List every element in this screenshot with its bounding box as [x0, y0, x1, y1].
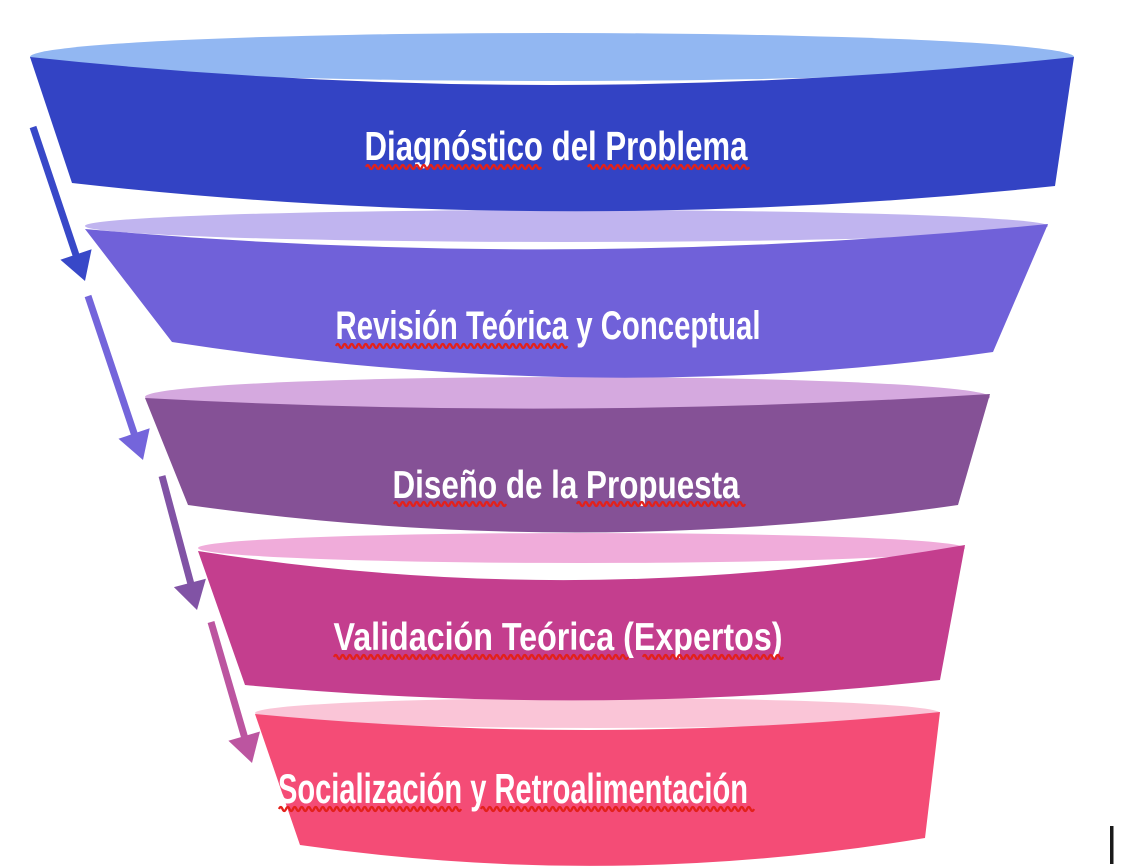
level-4-lip-ellipse: [198, 533, 965, 563]
funnel-level-4[interactable]: Validación Teórica (Expertos): [198, 533, 965, 701]
arrow-head-icon: [60, 249, 92, 281]
flow-arrow-4[interactable]: [207, 621, 260, 763]
spellcheck-squiggle: [392, 500, 508, 508]
spellcheck-squiggle: [277, 805, 463, 813]
spellcheck-squiggle: [364, 163, 543, 171]
arrow-shaft: [84, 294, 141, 444]
level-4-body: [198, 545, 965, 701]
arrow-head-icon: [118, 428, 150, 460]
level-4-label[interactable]: Validación Teórica (Expertos): [334, 616, 783, 659]
flow-arrow-1[interactable]: [29, 125, 92, 281]
spellcheck-squiggle: [575, 500, 747, 508]
spellcheck-squiggle: [586, 163, 751, 171]
text-cursor: [1110, 826, 1114, 864]
funnel-level-2[interactable]: Revisión Teórica y Conceptual: [85, 210, 1048, 378]
flow-arrow-3[interactable]: [158, 475, 206, 610]
funnel-level-3[interactable]: Diseño de la Propuesta: [145, 377, 990, 533]
spellcheck-squiggle: [332, 653, 630, 661]
level-1-lip-ellipse: [30, 33, 1074, 81]
level-2-lip-ellipse: [85, 210, 1048, 242]
arrow-shaft: [207, 621, 250, 743]
flow-arrow-2[interactable]: [84, 294, 150, 460]
level-3-body: [145, 394, 990, 533]
level-5-lip-ellipse: [255, 698, 940, 728]
level-1-label[interactable]: Diagnóstico del Problema: [365, 123, 749, 169]
arrow-head-icon: [173, 578, 206, 610]
level-3-label[interactable]: Diseño de la Propuesta: [393, 464, 740, 507]
arrow-shaft: [29, 125, 82, 263]
level-2-body: [85, 224, 1048, 378]
funnel-level-1[interactable]: Diagnóstico del Problema: [30, 33, 1074, 212]
level-2-label[interactable]: Revisión Teórica y Conceptual: [336, 304, 761, 348]
level-5-body: [255, 712, 940, 866]
arrow-head-icon: [228, 731, 260, 763]
spellcheck-squiggle: [479, 805, 756, 813]
spellcheck-squiggle: [641, 653, 785, 661]
level-1-body: [30, 57, 1074, 212]
spellcheck-squiggle: [334, 342, 569, 350]
funnel-level-5[interactable]: Socialización y Retroalimentación: [255, 698, 940, 866]
arrow-shaft: [158, 475, 196, 589]
level-5-label[interactable]: Socialización y Retroalimentación: [278, 765, 748, 812]
